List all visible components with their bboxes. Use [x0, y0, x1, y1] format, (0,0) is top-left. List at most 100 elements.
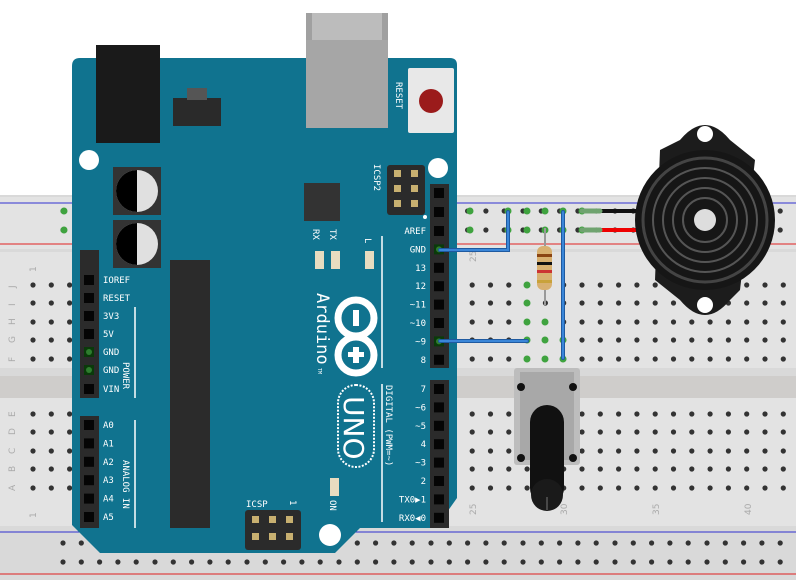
- breadboard-hole[interactable]: [597, 337, 603, 343]
- breadboard-hole[interactable]: [597, 466, 603, 472]
- rail-hole[interactable]: [189, 559, 195, 565]
- breadboard-hole[interactable]: [48, 485, 54, 491]
- breadboard-hole[interactable]: [67, 319, 73, 325]
- breadboard-hole[interactable]: [469, 448, 475, 454]
- breadboard-hole[interactable]: [689, 411, 695, 417]
- breadboard-hole[interactable]: [652, 411, 658, 417]
- breadboard-hole[interactable]: [780, 337, 786, 343]
- rail-hole[interactable]: [483, 227, 489, 233]
- breadboard-hole[interactable]: [652, 485, 658, 491]
- breadboard-hole[interactable]: [597, 448, 603, 454]
- breadboard-hole[interactable]: [780, 429, 786, 435]
- rail-hole[interactable]: [483, 208, 489, 214]
- breadboard-hole[interactable]: [689, 429, 695, 435]
- breadboard-hole[interactable]: [616, 411, 622, 417]
- breadboard-hole[interactable]: [30, 300, 36, 306]
- breadboard-hole[interactable]: [744, 282, 750, 288]
- breadboard-hole[interactable]: [670, 411, 677, 417]
- breadboard-hole[interactable]: [762, 411, 768, 417]
- breadboard-hole[interactable]: [762, 466, 768, 472]
- rail-hole[interactable]: [777, 540, 783, 546]
- breadboard-hole[interactable]: [744, 337, 750, 343]
- breadboard-hole[interactable]: [579, 466, 585, 472]
- breadboard-hole[interactable]: [469, 356, 475, 362]
- breadboard-hole[interactable]: [48, 466, 54, 472]
- breadboard-hole[interactable]: [487, 356, 494, 362]
- digital-high-4-pin[interactable]: [434, 299, 444, 310]
- breadboard-hole[interactable]: [579, 485, 585, 491]
- breadboard-hole[interactable]: [469, 466, 475, 472]
- power-2-pin[interactable]: [84, 311, 94, 321]
- digital-unlabeled-a-pin[interactable]: [434, 188, 444, 198]
- breadboard-hole[interactable]: [30, 319, 36, 325]
- wires[interactable]: [438, 208, 647, 360]
- breadboard-hole[interactable]: [652, 300, 658, 306]
- rail-hole[interactable]: [262, 559, 268, 565]
- power-6-pin[interactable]: [84, 384, 94, 394]
- rail-hole[interactable]: [152, 559, 158, 565]
- breadboard-hole[interactable]: [744, 448, 750, 454]
- rail-hole[interactable]: [685, 540, 691, 546]
- breadboard-hole[interactable]: [506, 448, 512, 454]
- rail-hole[interactable]: [593, 540, 599, 546]
- breadboard-hole[interactable]: [707, 429, 713, 435]
- breadboard-hole[interactable]: [725, 411, 732, 417]
- breadboard-hole[interactable]: [744, 466, 750, 472]
- breadboard-hole[interactable]: [506, 356, 512, 362]
- resistor[interactable]: [537, 228, 552, 305]
- breadboard-hole[interactable]: [634, 429, 640, 435]
- breadboard-hole[interactable]: [597, 411, 603, 417]
- rail-hole[interactable]: [612, 559, 618, 565]
- breadboard-hole[interactable]: [506, 466, 512, 472]
- breadboard-hole[interactable]: [652, 466, 658, 472]
- breadboard-hole[interactable]: [652, 337, 658, 343]
- breadboard-hole[interactable]: [597, 282, 603, 288]
- breadboard-hole[interactable]: [725, 319, 732, 325]
- power-1-pin[interactable]: [84, 293, 94, 303]
- rail-hole[interactable]: [520, 540, 526, 546]
- breadboard-hole[interactable]: [469, 429, 475, 435]
- breadboard-hole[interactable]: [707, 356, 713, 362]
- breadboard-hole[interactable]: [579, 319, 585, 325]
- breadboard-hole[interactable]: [634, 466, 640, 472]
- breadboard-hole[interactable]: [67, 485, 73, 491]
- rail-hole[interactable]: [78, 559, 84, 565]
- breadboard-hole[interactable]: [616, 448, 622, 454]
- rail-hole[interactable]: [170, 559, 176, 565]
- breadboard-hole[interactable]: [579, 337, 585, 343]
- breadboard-hole[interactable]: [634, 300, 640, 306]
- rail-hole[interactable]: [557, 559, 563, 565]
- breadboard-hole[interactable]: [762, 282, 768, 288]
- breadboard-hole[interactable]: [67, 411, 73, 417]
- rail-hole[interactable]: [373, 559, 379, 565]
- breadboard-hole[interactable]: [634, 337, 640, 343]
- breadboard-hole[interactable]: [67, 282, 73, 288]
- breadboard-hole[interactable]: [579, 356, 585, 362]
- breadboard-hole[interactable]: [487, 411, 494, 417]
- rail-hole[interactable]: [575, 559, 581, 565]
- breadboard-hole[interactable]: [487, 429, 494, 435]
- digital-high-3-pin[interactable]: [434, 281, 444, 292]
- breadboard-hole[interactable]: [67, 448, 73, 454]
- breadboard-hole[interactable]: [506, 300, 512, 306]
- breadboard-hole[interactable]: [67, 356, 73, 362]
- breadboard-hole[interactable]: [616, 300, 622, 306]
- breadboard-hole[interactable]: [689, 319, 695, 325]
- breadboard-hole[interactable]: [616, 282, 622, 288]
- rail-hole[interactable]: [78, 540, 84, 546]
- digital-low-5-pin[interactable]: [434, 476, 444, 486]
- breadboard-hole[interactable]: [744, 356, 750, 362]
- rail-hole[interactable]: [299, 559, 305, 565]
- rail-hole[interactable]: [667, 559, 673, 565]
- breadboard-hole[interactable]: [48, 356, 54, 362]
- breadboard-hole[interactable]: [707, 466, 713, 472]
- breadboard-hole[interactable]: [579, 429, 585, 435]
- breadboard-hole[interactable]: [762, 429, 768, 435]
- breadboard-hole[interactable]: [670, 356, 677, 362]
- breadboard-hole[interactable]: [689, 485, 695, 491]
- breadboard-hole[interactable]: [707, 485, 713, 491]
- rail-hole[interactable]: [446, 559, 452, 565]
- breadboard-hole[interactable]: [744, 485, 750, 491]
- rail-hole[interactable]: [207, 559, 213, 565]
- breadboard-hole[interactable]: [670, 448, 677, 454]
